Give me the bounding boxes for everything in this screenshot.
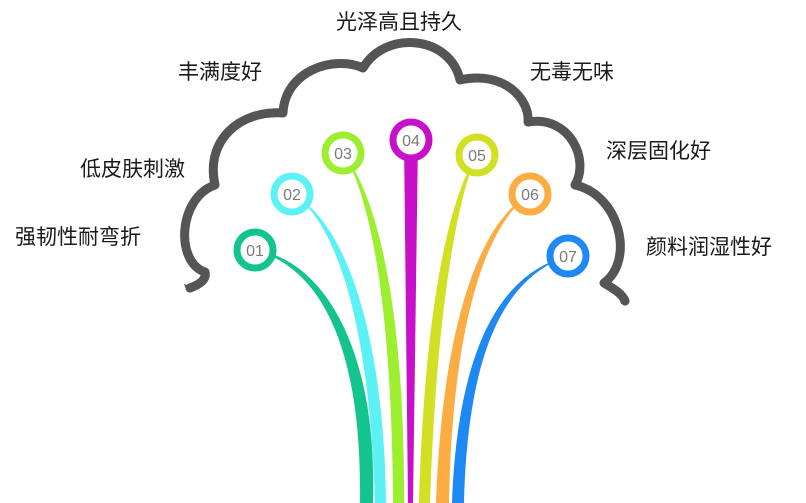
node-number-07: 07 (559, 249, 577, 266)
node-ring-04 (389, 118, 433, 162)
stem-07 (452, 256, 568, 503)
node-07: 07 (546, 234, 590, 278)
node-05: 05 (455, 133, 499, 177)
node-03: 03 (321, 131, 365, 175)
node-06: 06 (508, 172, 552, 216)
cloud-right-end-arrow-icon (620, 297, 629, 304)
node-ring-05 (455, 133, 499, 177)
feature-label-05: 无毒无味 (530, 60, 614, 84)
node-ring-01 (233, 228, 277, 272)
stem-05 (419, 155, 477, 503)
node-ring-02 (270, 172, 314, 216)
feature-label-07: 颜料润湿性好 (646, 235, 772, 259)
feature-label-01: 强韧性耐弯折 (15, 225, 141, 249)
stem-01 (255, 250, 374, 503)
node-ring-07 (546, 234, 590, 278)
node-02: 02 (270, 172, 314, 216)
stem-06 (436, 194, 530, 503)
cloud-outline (180, 38, 630, 306)
stem-02 (292, 194, 386, 503)
node-04: 04 (389, 118, 433, 162)
stem-04 (404, 140, 418, 503)
node-number-01: 01 (246, 243, 264, 260)
node-number-06: 06 (521, 187, 539, 204)
feature-label-03: 丰满度好 (178, 60, 262, 84)
node-number-04: 04 (402, 133, 420, 150)
stem-03 (343, 153, 405, 503)
feature-label-06: 深层固化好 (606, 139, 711, 163)
node-number-05: 05 (468, 148, 486, 165)
cloud-left-end-arrow-icon (184, 284, 193, 292)
node-ring-06 (508, 172, 552, 216)
node-ring-03 (321, 131, 365, 175)
feature-label-02: 低皮肤刺激 (80, 157, 185, 181)
node-number-02: 02 (283, 187, 301, 204)
node-01: 01 (233, 228, 277, 272)
feature-label-04: 光泽高且持久 (336, 10, 462, 34)
node-number-03: 03 (334, 146, 352, 163)
